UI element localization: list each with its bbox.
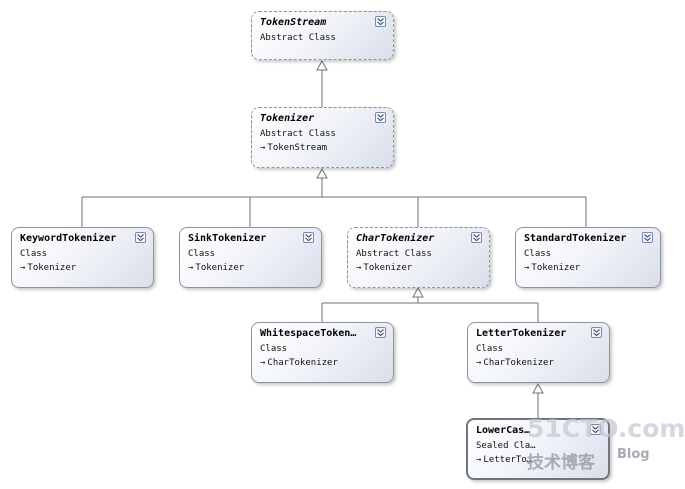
class-name: KeywordTokenizer bbox=[20, 233, 117, 244]
inherits-arrow-icon: → bbox=[476, 358, 482, 368]
inherits-arrow-icon: → bbox=[188, 263, 194, 273]
class-stereotype: Abstract Class bbox=[356, 249, 432, 259]
class-name: Tokenizer bbox=[260, 113, 315, 124]
inherits-arrow-icon: → bbox=[260, 358, 266, 368]
base-class-line: →Tokenizer bbox=[356, 261, 481, 275]
class-box-whitespacetokenizer[interactable]: WhitespaceToken… Class →CharTokenizer bbox=[251, 322, 394, 383]
watermark-blog: Blog bbox=[617, 447, 650, 462]
class-stereotype: Abstract Class bbox=[260, 129, 336, 139]
base-class-name: Tokenizer bbox=[531, 263, 581, 273]
class-stereotype: Class bbox=[188, 249, 216, 259]
inheritance-arrowhead bbox=[316, 59, 328, 71]
chevron-down-icon[interactable] bbox=[375, 16, 386, 27]
class-stereotype: Class bbox=[260, 344, 288, 354]
inheritance-arrowhead bbox=[532, 382, 544, 394]
base-class-line: →LetterTo… bbox=[476, 453, 600, 467]
class-box-chartokenizer[interactable]: CharTokenizer Abstract Class →Tokenizer bbox=[347, 227, 490, 288]
class-box-sinktokenizer[interactable]: SinkTokenizer Class →Tokenizer bbox=[179, 227, 322, 288]
base-class-line: →TokenStream bbox=[260, 141, 385, 155]
class-name: WhitespaceToken… bbox=[260, 328, 357, 339]
class-box-standardtokenizer[interactable]: StandardTokenizer Class →Tokenizer bbox=[515, 227, 661, 288]
inherits-arrow-icon: → bbox=[476, 455, 482, 465]
inherits-arrow-icon: → bbox=[260, 143, 266, 153]
class-name: StandardTokenizer bbox=[524, 233, 627, 244]
chevron-down-icon[interactable] bbox=[135, 232, 146, 243]
class-stereotype: Class bbox=[524, 249, 552, 259]
chevron-down-icon[interactable] bbox=[591, 327, 602, 338]
base-class-name: Tokenizer bbox=[27, 263, 77, 273]
class-stereotype: Class bbox=[20, 249, 48, 259]
chevron-down-icon[interactable] bbox=[471, 232, 482, 243]
class-name: LetterTokenizer bbox=[476, 328, 567, 339]
class-name: LowerCas… bbox=[476, 425, 531, 436]
class-diagram: TokenStream Abstract Class Tokenizer Abs… bbox=[11, 11, 685, 480]
base-class-line: →Tokenizer bbox=[524, 261, 652, 275]
class-stereotype: Sealed Cla… bbox=[476, 441, 536, 451]
inherits-arrow-icon: → bbox=[356, 263, 362, 273]
base-class-name: LetterTo… bbox=[483, 455, 533, 465]
base-class-line: →CharTokenizer bbox=[476, 356, 601, 370]
chevron-down-icon[interactable] bbox=[303, 232, 314, 243]
class-box-keywordtokenizer[interactable]: KeywordTokenizer Class →Tokenizer bbox=[11, 227, 154, 288]
chevron-down-icon[interactable] bbox=[642, 232, 653, 243]
base-class-line: →CharTokenizer bbox=[260, 356, 385, 370]
base-class-name: TokenStream bbox=[267, 143, 328, 153]
base-class-name: CharTokenizer bbox=[267, 358, 338, 368]
chevron-down-icon[interactable] bbox=[375, 327, 386, 338]
base-class-name: CharTokenizer bbox=[483, 358, 554, 368]
class-box-lowercasetokenizer[interactable]: LowerCas… Sealed Cla… →LetterTo… bbox=[466, 418, 610, 480]
chevron-down-icon[interactable] bbox=[590, 424, 601, 435]
inherits-arrow-icon: → bbox=[524, 263, 530, 273]
class-stereotype: Abstract Class bbox=[260, 33, 336, 43]
base-class-line: →Tokenizer bbox=[20, 261, 145, 275]
chevron-down-icon[interactable] bbox=[375, 112, 386, 123]
class-box-lettertokenizer[interactable]: LetterTokenizer Class →CharTokenizer bbox=[467, 322, 610, 383]
class-name: SinkTokenizer bbox=[188, 233, 267, 244]
class-stereotype: Class bbox=[476, 344, 504, 354]
class-name: CharTokenizer bbox=[356, 233, 435, 244]
inherits-arrow-icon: → bbox=[20, 263, 26, 273]
inheritance-arrowhead bbox=[316, 167, 328, 179]
class-box-tokenizer[interactable]: Tokenizer Abstract Class →TokenStream bbox=[251, 107, 394, 168]
base-class-line: →Tokenizer bbox=[188, 261, 313, 275]
class-name: TokenStream bbox=[260, 17, 327, 28]
base-class-name: Tokenizer bbox=[195, 263, 245, 273]
inheritance-arrowhead bbox=[412, 286, 424, 298]
class-box-tokenstream[interactable]: TokenStream Abstract Class bbox=[251, 11, 394, 60]
base-class-name: Tokenizer bbox=[363, 263, 413, 273]
